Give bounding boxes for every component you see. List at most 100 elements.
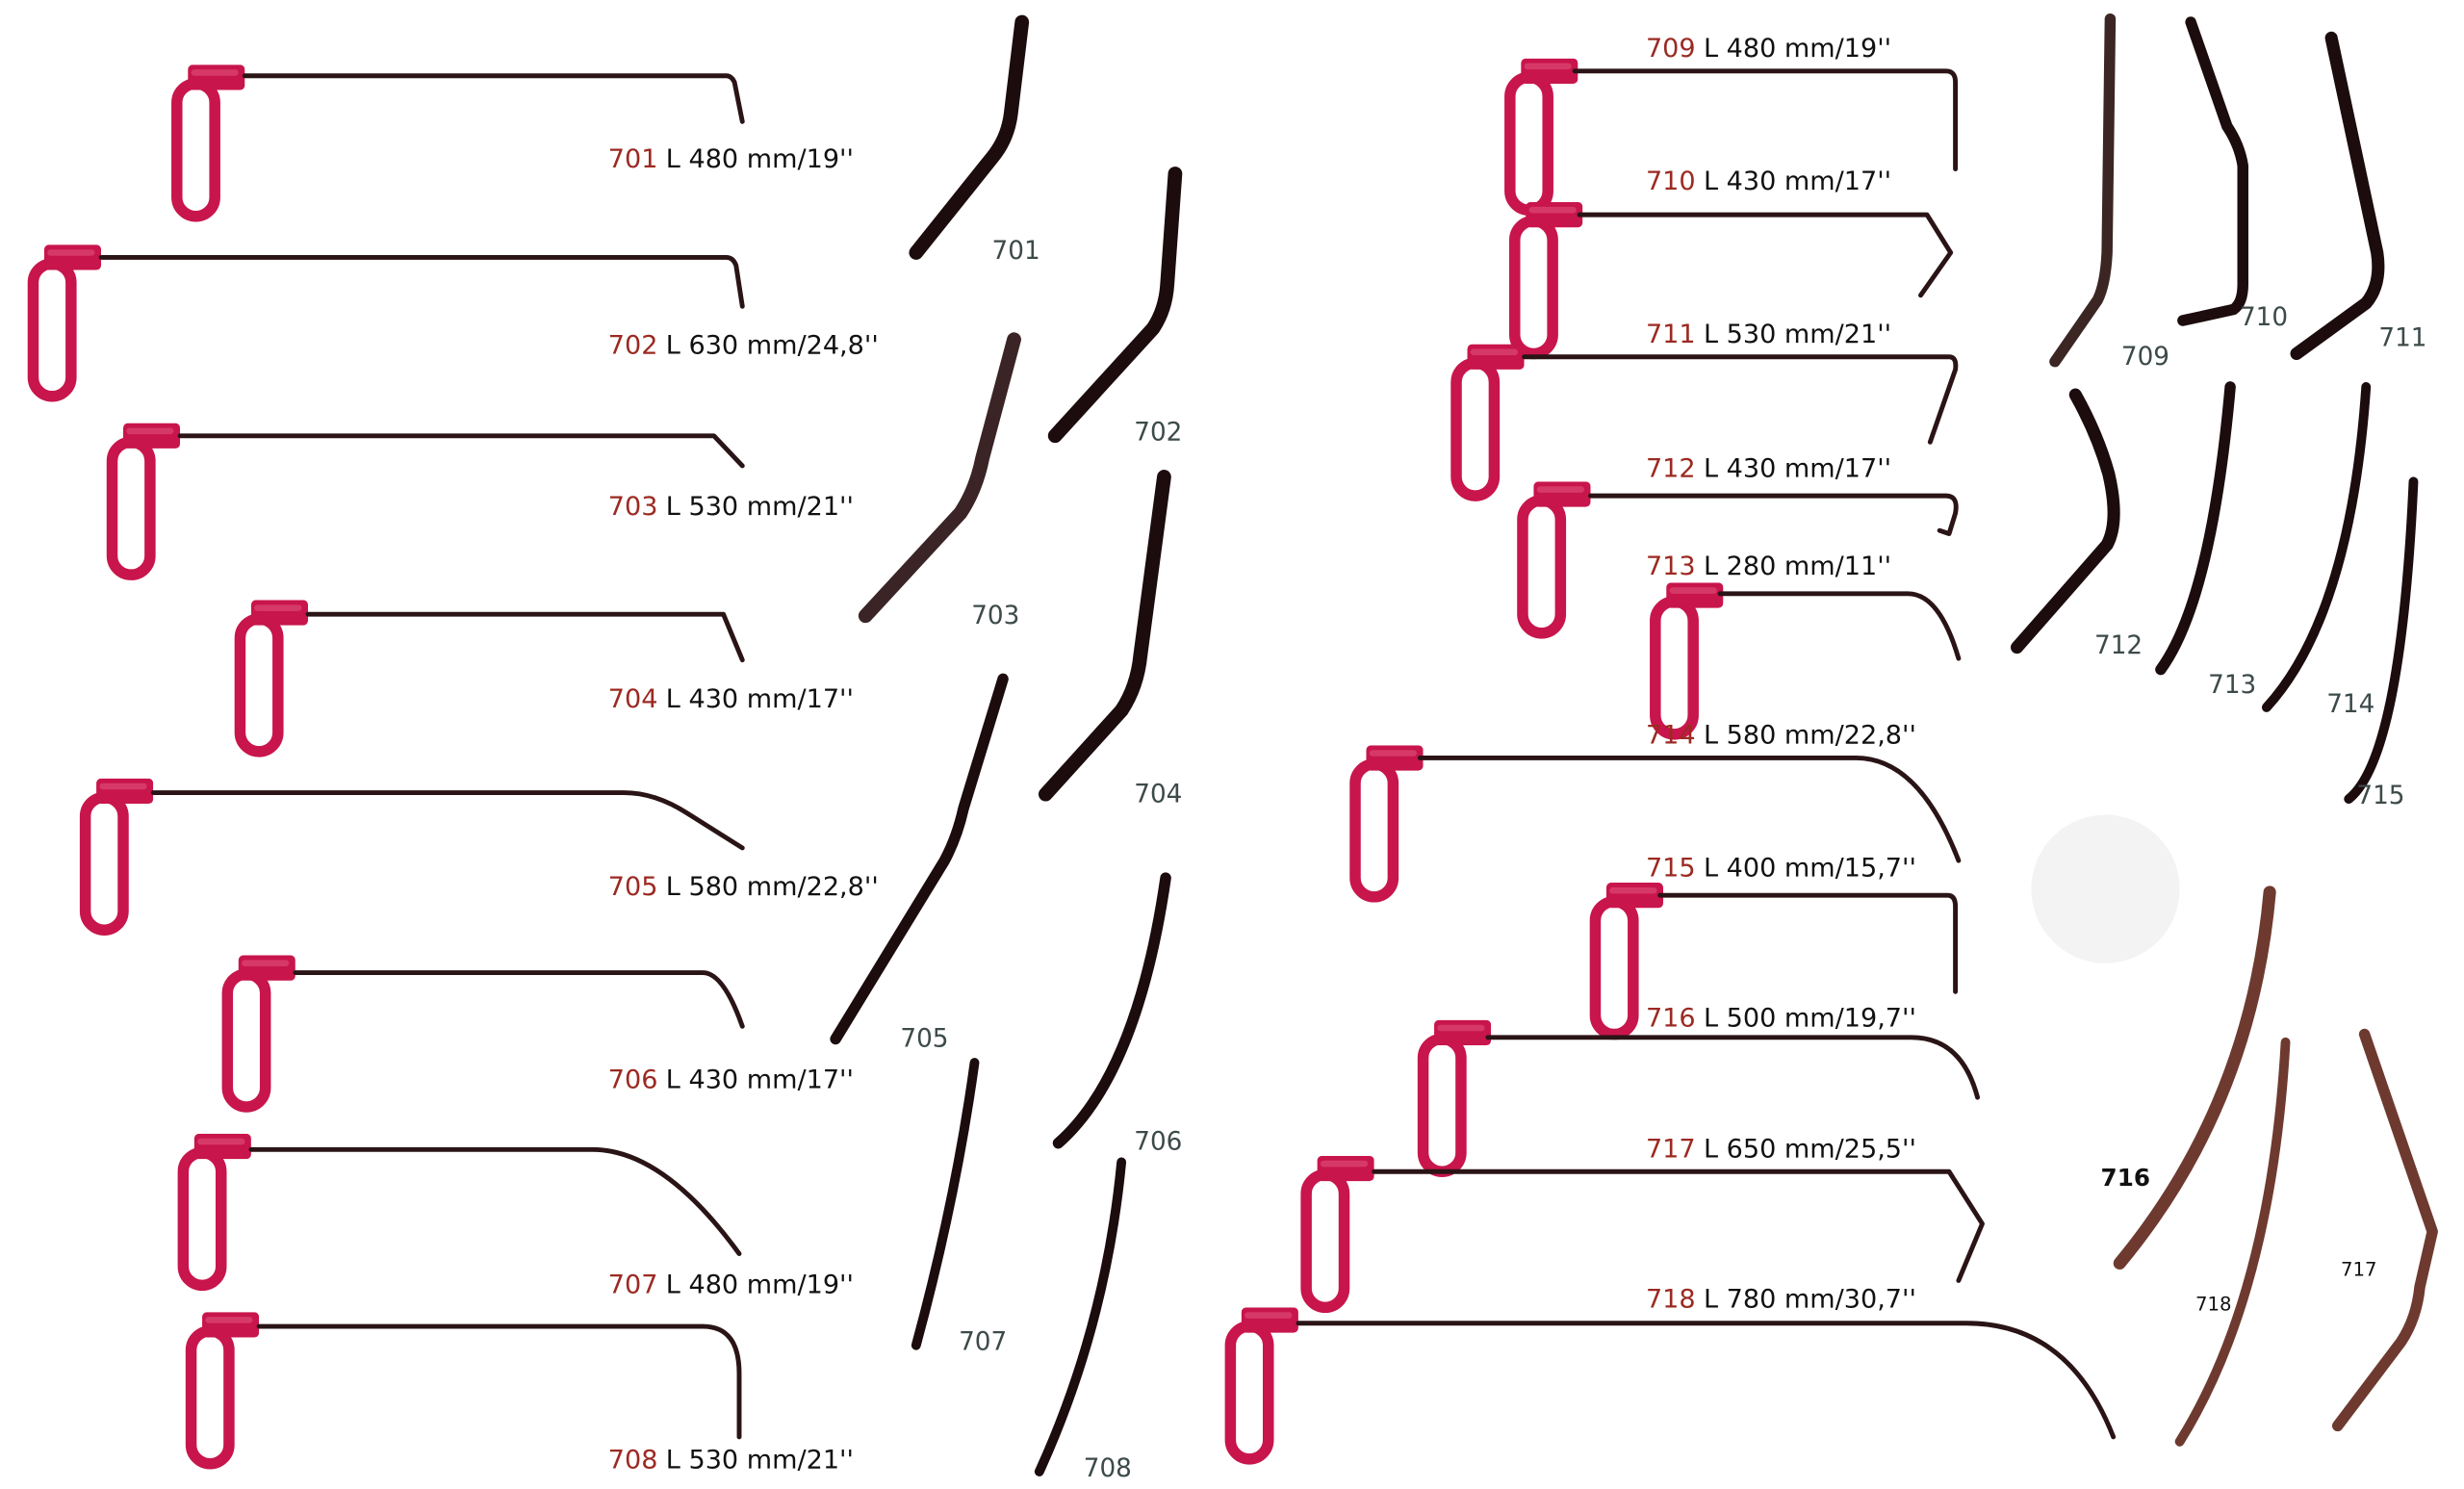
tip-closeup-718: 718	[2174, 1037, 2291, 1447]
handle-icon	[1355, 745, 1424, 896]
rod	[248, 1146, 742, 1257]
svg-text:706 L 430 mm/17'': 706 L 430 mm/17''	[608, 1065, 854, 1094]
handle-icon	[1424, 1020, 1492, 1171]
tip-closeup-703: 703	[858, 332, 1021, 630]
tool-708: 708 L 530 mm/21''	[192, 1312, 854, 1476]
tool-code: 701	[608, 144, 658, 174]
svg-text:703 L 530 mm/21'': 703 L 530 mm/21''	[608, 492, 854, 522]
tool-701: 701 L 480 mm/19''	[177, 64, 854, 216]
rod	[256, 1323, 742, 1440]
rod	[242, 73, 745, 124]
tool-code: 703	[608, 492, 658, 522]
svg-text:716 L 500 mm/19,7'': 716 L 500 mm/19,7''	[1646, 1003, 1916, 1033]
tip-closeup-717: 717	[2331, 1028, 2438, 1432]
tool-702: 702 L 630 mm/24,8''	[33, 244, 879, 396]
tool-711: 711 L 530 mm/21''	[1456, 320, 1959, 496]
tip-label: 709	[2121, 343, 2169, 372]
tip-closeup-701: 701	[909, 14, 1040, 266]
svg-text:715 L 400 mm/15,7'': 715 L 400 mm/15,7''	[1646, 853, 1916, 883]
tool-spec: L 480 mm/19''	[666, 144, 854, 174]
tip-closeup-702: 702	[1047, 167, 1182, 448]
tip-closeup-715: 715	[2344, 476, 2419, 810]
tip-label: 712	[2094, 631, 2143, 660]
handle-icon	[1510, 59, 1578, 210]
handle-icon	[1306, 1156, 1374, 1307]
rod	[98, 254, 745, 309]
handle-icon	[192, 1312, 260, 1463]
tool-code: 716	[1646, 1003, 1696, 1033]
svg-text:708 L 530 mm/21'': 708 L 530 mm/21''	[608, 1446, 854, 1476]
handle-icon	[183, 1134, 251, 1285]
tool-spec: L 430 mm/17''	[666, 684, 854, 714]
tool-spec: L 630 mm/24,8''	[666, 330, 879, 360]
tool-704: 704 L 430 mm/17''	[240, 600, 854, 751]
tool-716: 716 L 500 mm/19,7''	[1424, 1003, 1981, 1171]
tool-spec: L 650 mm/25,5''	[1704, 1134, 1916, 1164]
tool-spec: L 480 mm/19''	[1704, 34, 1891, 64]
svg-text:711 L 530 mm/21'': 711 L 530 mm/21''	[1646, 320, 1891, 349]
tool-code: 714	[1646, 721, 1696, 751]
tool-spec: L 530 mm/21''	[666, 1446, 854, 1476]
tool-712: 712 L 430 mm/17''	[1523, 453, 1959, 632]
tool-code: 715	[1646, 853, 1696, 883]
svg-text:707 L 480 mm/19'': 707 L 480 mm/19''	[608, 1271, 854, 1300]
tip-closeup-714: 714	[2261, 382, 2374, 719]
tool-spec: L 580 mm/22,8''	[666, 872, 879, 902]
tool-710: 710 L 430 mm/17''	[1515, 167, 1954, 354]
svg-text:704 L 430 mm/17'': 704 L 430 mm/17''	[608, 684, 854, 714]
rod	[150, 790, 745, 851]
handle-icon	[1523, 481, 1591, 632]
handle-icon	[1456, 345, 1525, 496]
tip-closeup-711: 711	[2290, 31, 2427, 361]
handle-icon	[113, 424, 181, 575]
rod	[1417, 755, 1962, 863]
tool-spec: L 580 mm/22,8''	[1704, 721, 1916, 751]
handle-icon	[86, 779, 154, 930]
svg-text:718 L 780 mm/30,7'': 718 L 780 mm/30,7''	[1646, 1284, 1916, 1314]
tip-label: 706	[1134, 1127, 1182, 1156]
tool-718: 718 L 780 mm/30,7''	[1230, 1284, 2117, 1458]
svg-text:702 L 630 mm/24,8'': 702 L 630 mm/24,8''	[608, 330, 879, 360]
tool-code: 702	[608, 330, 658, 360]
tool-code: 709	[1646, 34, 1696, 64]
tool-spec: L 400 mm/15,7''	[1704, 853, 1916, 883]
tool-spec: L 780 mm/30,7''	[1704, 1284, 1916, 1314]
tip-label: 711	[2378, 323, 2426, 352]
svg-text:717 L 650 mm/25,5'': 717 L 650 mm/25,5''	[1646, 1134, 1916, 1164]
tool-spec: L 480 mm/19''	[666, 1271, 854, 1300]
tip-closeup-704: 704	[1038, 470, 1182, 809]
rod	[1588, 493, 1959, 536]
tool-code: 710	[1646, 167, 1696, 196]
tool-spec: L 430 mm/17''	[666, 1065, 854, 1094]
tool-code: 717	[1646, 1134, 1696, 1164]
handle-icon	[1656, 582, 1724, 733]
tip-closeup-709: 709	[2049, 13, 2169, 372]
handle-icon	[1515, 202, 1583, 353]
tool-code: 706	[608, 1065, 658, 1094]
tool-spec: L 500 mm/19,7''	[1704, 1003, 1916, 1033]
tip-label: 713	[2208, 671, 2256, 700]
tool-code: 707	[608, 1271, 658, 1300]
tool-703: 703 L 530 mm/21''	[113, 424, 854, 575]
tool-code: 711	[1646, 320, 1696, 349]
svg-text:709 L 480 mm/19'': 709 L 480 mm/19''	[1646, 34, 1891, 64]
tip-closeup-716: 716	[2101, 886, 2276, 1270]
tool-spec: L 430 mm/17''	[1704, 453, 1891, 483]
rod	[1577, 212, 1954, 298]
rod	[305, 611, 745, 663]
tip-label: 716	[2101, 1164, 2150, 1192]
tool-code: 708	[608, 1446, 658, 1476]
tip-closeup-710: 710	[2177, 16, 2288, 332]
tip-closeup-712: 712	[2011, 388, 2143, 660]
tool-code: 704	[608, 684, 658, 714]
svg-text:712 L 430 mm/17'': 712 L 430 mm/17''	[1646, 453, 1891, 483]
handle-icon	[33, 244, 101, 396]
tip-closeup-707: 707	[911, 1058, 1007, 1357]
tool-709: 709 L 480 mm/19''	[1510, 34, 1959, 210]
tool-code: 718	[1646, 1284, 1696, 1314]
tool-spec: L 280 mm/11''	[1704, 552, 1891, 581]
tool-717: 717 L 650 mm/25,5''	[1306, 1134, 1985, 1307]
rod	[1717, 591, 1962, 661]
tool-spec: L 530 mm/21''	[666, 492, 854, 522]
